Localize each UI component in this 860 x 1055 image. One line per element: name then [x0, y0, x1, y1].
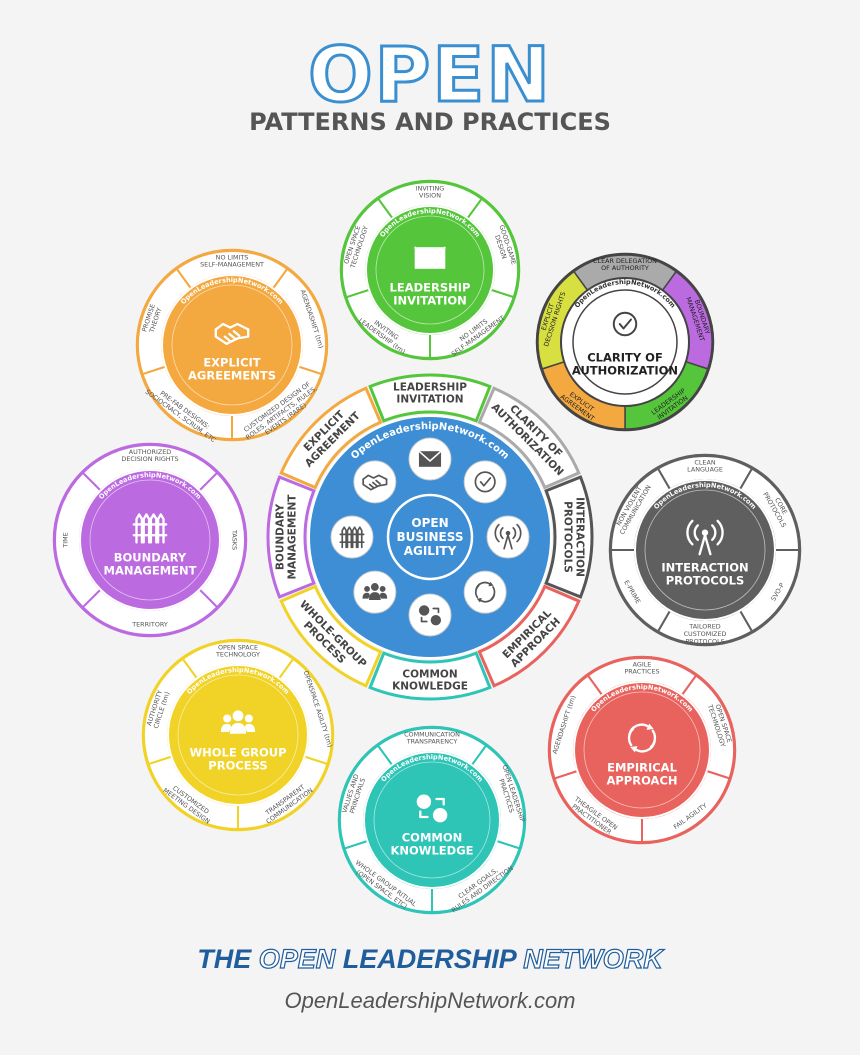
people-icon [362, 583, 388, 600]
brand-open: OPEN [258, 943, 343, 974]
hub-segment [279, 584, 383, 688]
hub-segment [266, 475, 316, 599]
hub-center-disc [386, 493, 474, 581]
satellite-core-inner [177, 674, 299, 796]
footer-url[interactable]: OpenLeadershipNetwork.com [284, 988, 576, 1013]
satellite-core-inner [89, 479, 211, 601]
page-subtitle: PATTERNS AND PRACTICES [249, 108, 611, 136]
brain-icon [416, 794, 448, 823]
fence-icon [339, 526, 365, 549]
checkmark-icon [612, 311, 638, 337]
satellite-core-inner [375, 215, 485, 325]
brand-leadership: LEADERSHIP [342, 944, 524, 974]
hub-icon-disc [408, 593, 452, 637]
satellite-segment-label: TIME [62, 532, 70, 548]
satellite-core-inner [171, 284, 293, 406]
brain-icon [418, 605, 442, 626]
hub-icon-disc [463, 570, 507, 614]
satellite-core-inner [572, 289, 678, 395]
people-icon [220, 710, 256, 734]
hub-icon-disc [353, 460, 397, 504]
page-title: OPEN [307, 29, 552, 121]
fence-icon [132, 513, 168, 544]
satellite-core-inner [373, 761, 491, 879]
hub-icon-disc [463, 460, 507, 504]
satellite-segment-label: TERRITORY [131, 621, 168, 629]
envelope-icon [413, 246, 447, 269]
satellite-core [573, 681, 711, 819]
satellite-core [363, 751, 501, 889]
satellite-segment-label: TASKS [231, 529, 239, 550]
satellite-core [167, 664, 309, 806]
hub-segment [544, 475, 594, 599]
hub-segment [368, 373, 492, 423]
checkmark-icon [474, 471, 496, 493]
hub-segment [477, 386, 581, 490]
satellite-core-inner [583, 691, 701, 809]
hub-segment-label: INTERACTIONPROTOCOLS [561, 497, 585, 577]
satellite-core [365, 205, 495, 335]
handshake-icon [214, 322, 250, 345]
hub-segment [477, 584, 581, 688]
satellite-core-inner [644, 489, 766, 611]
hub-segment-label: BOUNDARYMANAGEMENT [274, 494, 298, 580]
cycle-icon [475, 581, 496, 603]
handshake-icon [362, 474, 388, 491]
brand-the: THE [197, 944, 259, 974]
envelope-icon [418, 450, 442, 467]
brand-network: NETWORK [523, 943, 664, 974]
satellite-core [161, 274, 303, 416]
footer-brand: THE OPEN LEADERSHIP NETWORK [0, 943, 860, 975]
hub-segment [368, 651, 492, 701]
cycle-icon [627, 723, 657, 753]
antenna-icon [494, 523, 522, 550]
antenna-icon [686, 519, 724, 556]
satellite-core [634, 479, 776, 621]
hub-segment [279, 386, 383, 490]
